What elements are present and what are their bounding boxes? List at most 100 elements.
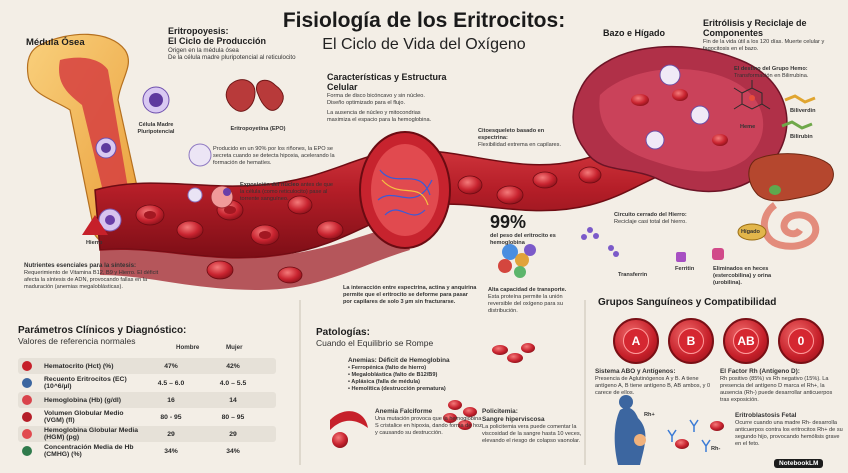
hierro-circuit-text: Reciclaje casi total del hierro. <box>614 218 687 225</box>
heme-structure <box>733 80 771 110</box>
cito-title: Citoesqueleto basado en espectrina: <box>478 128 545 141</box>
blood-type-ab: AB <box>723 318 769 364</box>
liver-shape <box>748 153 834 202</box>
page-subtitle: El Ciclo de Vida del Oxígeno <box>322 36 526 53</box>
nucleo-text: antes de que la célula (como reticulocit… <box>240 182 333 202</box>
interaccion-text: La interacción entre espectrina, actina … <box>343 285 477 305</box>
blood-type-0: 0 <box>778 318 824 364</box>
col-hombre: Hombre <box>176 344 200 351</box>
rh-title: El Factor Rh (Antígeno D): <box>720 368 800 375</box>
hematocrit-icon <box>22 361 32 371</box>
label-rh-minus: Rh- <box>711 446 721 452</box>
eritropoyesis-title: Eritropoyesis: <box>168 26 229 36</box>
label-bilirubin: Bilirubin <box>790 134 813 140</box>
eliminados-text: Eliminados en heces (estercobilina) y or… <box>713 266 772 286</box>
label-ferritin: Ferritin <box>675 266 695 272</box>
anemia-item: • Hemolítica (destrucción prematura) <box>348 385 446 392</box>
abo-title: Sistema ABO y Antígenos: <box>595 368 676 375</box>
eritrolisis-text: Fin de la vida útil a los 120 días. Muer… <box>703 38 825 52</box>
policitemia-title2: Sangre hiperviscosa <box>482 416 545 423</box>
red-cell-icon <box>22 412 32 422</box>
table-row: Hematocrito (Hct) (%) 47% 42% <box>18 358 276 374</box>
col-mujer: Mujer <box>226 344 243 351</box>
anemias-title: Anemias: Déficit de Hemoglobina <box>348 357 450 364</box>
falciforme-section: Anemia Falciforme Una mutación provoca q… <box>375 408 485 437</box>
patologias-subtitle: Cuando el Equilibrio se Rompe <box>316 337 434 348</box>
caracteristicas-section: Características y Estructura Celular For… <box>327 72 477 124</box>
parametros-subtitle: Valores de referencia normales <box>18 335 136 346</box>
anemias-section: Anemias: Déficit de Hemoglobina • Ferrop… <box>348 357 498 393</box>
table-row: Recuento Eritrocitos (EC) (10^6/µl) 4.5 … <box>18 375 276 391</box>
label-medula-osea: Médula Ósea <box>26 37 85 48</box>
policitemia-title: Policitemia: <box>482 408 518 415</box>
hierro-circuit-section: Circuito cerrado del Hierro: Reciclaje c… <box>614 212 744 226</box>
brand-label: NotebookLM <box>779 460 819 467</box>
anemia-item: • Aplásica (falla de médula) <box>348 378 421 385</box>
eritropoyesis-title2: El Ciclo de Producción <box>168 36 267 47</box>
percent-value: 99% <box>490 212 527 232</box>
caracteristicas-line1: Forma de disco bicóncavo y sin núcleo. <box>327 92 425 99</box>
caracteristicas-title: Características y Estructura Celular <box>327 72 447 93</box>
abo-section: Sistema ABO y Antígenos: Presencia de Ag… <box>595 368 715 397</box>
label-hierro: Hierro <box>86 240 103 246</box>
label-rh-plus: Rh+ <box>644 412 655 418</box>
percent-text: del peso del eritrocito es hemoglobina <box>490 233 556 246</box>
falciforme-title: Anemia Falciforme <box>375 408 433 415</box>
blood-drop-icon <box>22 395 32 405</box>
rh-text: Rh positivo (85%) vs Rh negativo (15%). … <box>720 376 833 403</box>
mother-silhouette <box>614 407 646 465</box>
blood-type-b: B <box>668 318 714 364</box>
falciforme-text: Una mutación provoca que la hemoglobina … <box>375 416 482 436</box>
brand-badge: NotebookLM <box>774 459 824 468</box>
alta-capacidad-section: Alta capacidad de transporte. Esta prote… <box>488 287 583 315</box>
patologias-section: Patologías: Cuando el Equilibrio se Romp… <box>316 327 516 348</box>
caracteristicas-line2: Diseño optimizado para el flujo. <box>327 99 406 106</box>
hierro-circuit-title: Circuito cerrado del Hierro: <box>614 212 687 218</box>
nutrientes-section: Nutrientes esenciales para la síntesis: … <box>24 262 164 291</box>
nucleo-title: Exposición del núcleo <box>240 182 300 188</box>
alta-title: Alta capacidad de transporte. <box>488 287 567 293</box>
page-title: Fisiología de los Eritrocitos: <box>282 9 566 32</box>
eritrolisis-title: Eritrólisis y Reciclaje de Componentes <box>703 18 807 39</box>
anemia-item: • Megaloblástica (falto de B12/B9) <box>348 371 438 378</box>
label-higado: Hígado <box>741 229 760 235</box>
patologias-title: Patologías: <box>316 327 370 338</box>
anemia-item: • Ferropénica (falto de hierro) <box>348 365 427 371</box>
parametros-section: Parámetros Clínicos y Diagnóstico: Valor… <box>18 325 288 346</box>
alta-text: Esta proteína permite la unión reversibl… <box>488 293 563 314</box>
eritropoyesis-line1: Origen en la médula ósea <box>168 46 239 54</box>
rh-section: El Factor Rh (Antígeno D): Rh positivo (… <box>720 368 842 404</box>
nutrientes-title: Nutrientes esenciales para la síntesis: <box>24 262 137 269</box>
fetal-title: Eritroblastosis Fetal <box>735 412 797 419</box>
kidney-shape <box>225 79 256 112</box>
fetal-section: Eritroblastosis Fetal Ocurre cuando una … <box>735 412 843 448</box>
parametros-title: Parámetros Clínicos y Diagnóstico: <box>18 325 187 336</box>
table-row: Hemoglobina Globular Media (HGM) (pg) 29… <box>18 426 276 442</box>
percent-section: 99% del peso del eritrocito es hemoglobi… <box>490 212 570 247</box>
table-row: Hemoglobina (Hb) (g/dl) 16 14 <box>18 392 276 408</box>
microscope-icon <box>22 378 32 388</box>
eritropoyesis-section: Eritropoyesis: El Ciclo de Producción Or… <box>168 26 298 62</box>
label-celula-madre: Célula Madre Pluripotencial <box>137 122 175 135</box>
grupos-title: Grupos Sanguíneos y Compatibilidad <box>598 297 777 308</box>
abo-text: Presencia de Aglutinógenos A y B. A tien… <box>595 376 711 396</box>
policitemia-text: La policitemia vera puede comentar la vi… <box>482 424 582 444</box>
hemoglobin-molecule <box>498 244 536 278</box>
table-row: Concentración Media de Hb (CMHG) (%) 34%… <box>18 443 276 459</box>
label-eritropoyetina: Eritropoyetina (EPO) <box>230 126 286 132</box>
policitemia-section: Policitemia: Sangre hiperviscosa La poli… <box>482 408 582 445</box>
caracteristicas-text: La ausencia de núcleo y mitocondrias max… <box>327 109 432 123</box>
nutrientes-text: Requerimiento de Vitamina B12, B9 y Hier… <box>24 269 159 290</box>
label-bazo-higado: Bazo e Hígado <box>603 28 666 38</box>
blood-type-a: A <box>613 318 659 364</box>
flask-icon <box>22 446 32 456</box>
nucleo-section: Exposición del núcleo antes de que la cé… <box>240 182 335 203</box>
eritrolisis-section: Eritrólisis y Reciclaje de Componentes F… <box>703 18 843 53</box>
label-biliverdin: Biliverdin <box>790 108 816 114</box>
heme-fate-section: El destino del Grupo Hemo: Transformació… <box>734 66 844 80</box>
label-heme: Heme <box>740 124 756 130</box>
cito-text: Flexibilidad extrema en capilares. <box>478 141 562 148</box>
eritropoyesis-line2: De la célula madre pluripotencial al ret… <box>168 54 296 62</box>
heme-fate-title: El destino del Grupo Hemo: <box>734 66 808 72</box>
